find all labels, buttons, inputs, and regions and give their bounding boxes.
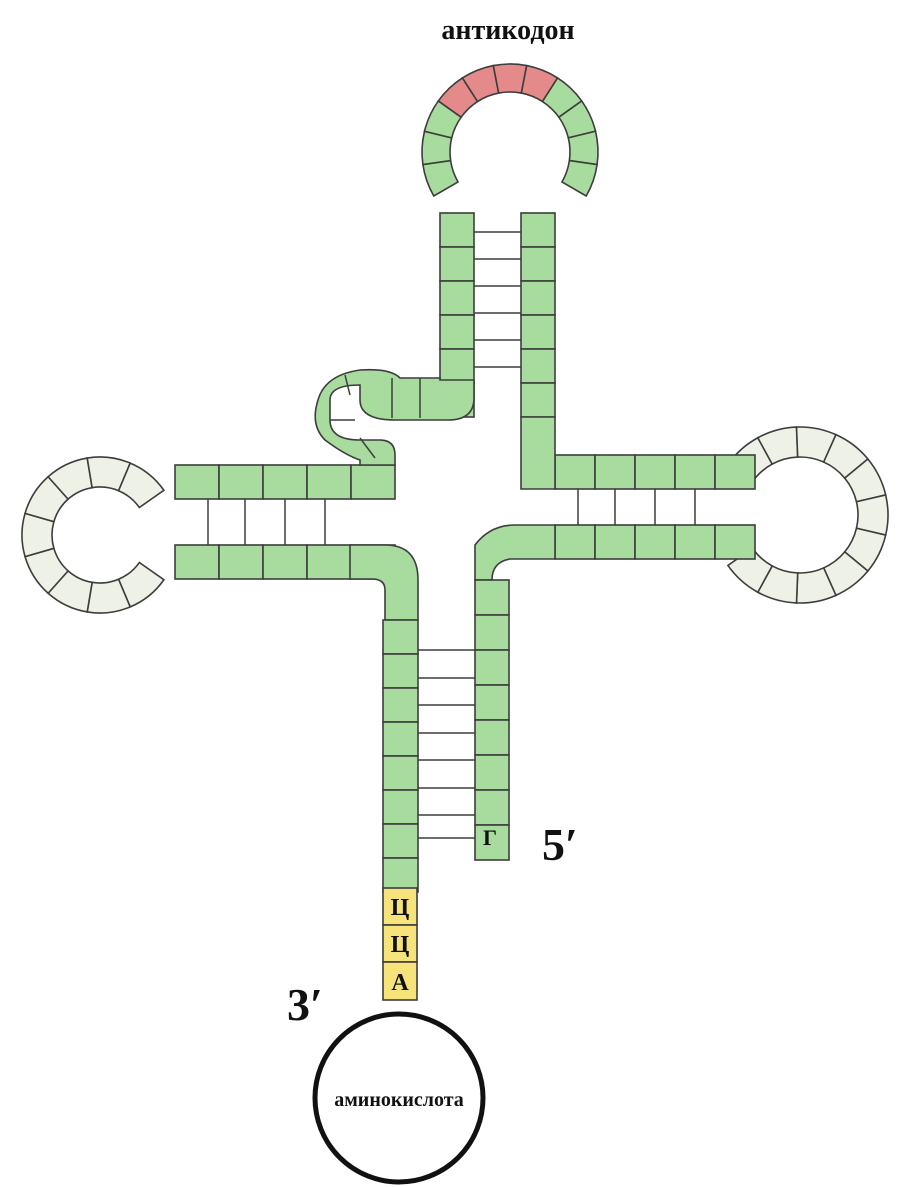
acceptor-stem-cell (383, 620, 418, 654)
cca-a-label: А (391, 970, 409, 996)
t-stem-cell (675, 525, 715, 559)
t-stem-cell (635, 525, 675, 559)
anticodon-stem-cell (521, 383, 555, 417)
anticodon-stem-cell (521, 213, 555, 247)
acceptor-stem-cell (383, 756, 418, 790)
acceptor-stem-cell (383, 654, 418, 688)
t-stem-cell (715, 525, 755, 559)
anticodon-loop-cell (423, 161, 458, 196)
acceptor-stem-cell (383, 790, 418, 824)
anticodon-stem-cell (440, 247, 474, 281)
acceptor-stem-cell (383, 858, 418, 892)
acceptor-stem-cell (475, 615, 509, 650)
anticodon-label: антикодон (441, 15, 574, 46)
amino-acid-label: аминокислота (334, 1089, 464, 1111)
acceptor-stem-cell (475, 720, 509, 755)
t-loop (728, 427, 888, 603)
three-prime-label: 3′ (287, 979, 323, 1030)
d-stem-cell (263, 465, 307, 499)
anticodon-stem-cell (440, 349, 474, 383)
d-stem-cell (307, 465, 351, 499)
anticodon-stem-cell (521, 247, 555, 281)
t-stem-cell (635, 455, 675, 489)
acceptor-stem-cell (475, 790, 509, 825)
anticodon-stem-cell (521, 315, 555, 349)
corner-cell (350, 545, 418, 620)
cca-c2-label: Ц (391, 932, 410, 958)
acceptor-stem-cell (475, 650, 509, 685)
d-stem-cell (175, 465, 219, 499)
anticodon-stem-cell (440, 213, 474, 247)
d-stem-cell (175, 545, 219, 579)
anticodon-loop-cell (562, 161, 597, 196)
five-prime-label: 5′ (542, 819, 578, 870)
base-g-label: Г (483, 825, 497, 850)
amino-acid: аминокислота (315, 1014, 483, 1182)
t-stem-cell (555, 455, 595, 489)
d-stem-cell (351, 465, 395, 499)
anticodon-stem-cell (440, 281, 474, 315)
anticodon-stem-cell (521, 281, 555, 315)
acceptor-stem-cell (383, 722, 418, 756)
d-stem-cell (219, 545, 263, 579)
anticodon-loop-cell (568, 131, 598, 164)
cca-tail: Ц Ц А (383, 888, 417, 1000)
anticodon-loop (422, 64, 598, 196)
acceptor-stem-cell (383, 688, 418, 722)
anticodon-stem-cell (521, 349, 555, 383)
d-loop (22, 457, 164, 613)
acceptor-stem-cell (475, 685, 509, 720)
d-stem-cell (219, 465, 263, 499)
t-stem-cell (595, 525, 635, 559)
d-stem-cell (263, 545, 307, 579)
t-stem-cell (715, 455, 755, 489)
cca-c1-label: Ц (391, 895, 410, 921)
corner-cell (521, 417, 555, 489)
acceptor-stem-cell (475, 580, 509, 615)
t-stem-cell (555, 525, 595, 559)
variable-loop-cell (315, 370, 474, 465)
t-stem-cell (675, 455, 715, 489)
corner-cell (475, 525, 555, 580)
anticodon-stem-cell (440, 315, 474, 349)
acceptor-stem-cell (475, 755, 509, 790)
d-stem-cell (307, 545, 351, 579)
acceptor-stem-cell (383, 824, 418, 858)
t-stem-cell (595, 455, 635, 489)
variable-loop (315, 370, 474, 465)
